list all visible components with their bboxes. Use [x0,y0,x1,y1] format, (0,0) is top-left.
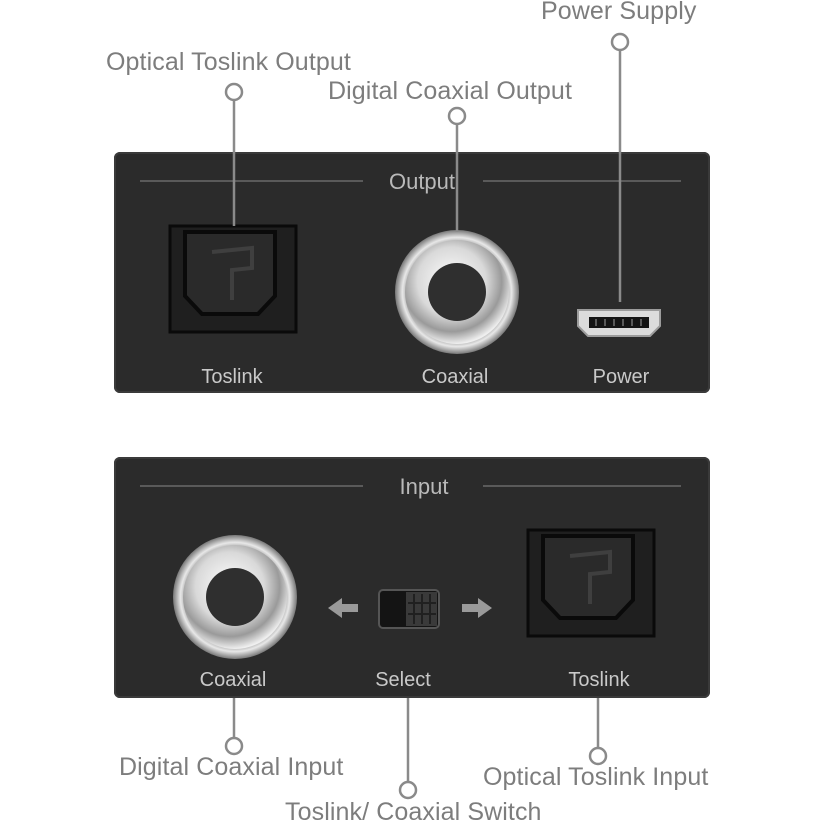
input-title-rule-right [483,485,681,487]
output-title-rule-left [140,180,363,182]
output-panel-title: Output [388,169,456,194]
digital-coaxial-output-callout: Digital Coaxial Output [328,77,572,105]
input-title-rule-left [140,485,363,487]
input-panel: Input Coaxial Select Toslink [114,457,710,698]
output-title-rule-right [483,180,681,182]
input-coaxial-label: Coaxial [199,669,267,691]
input-panel-title: Input [399,474,449,499]
optical-toslink-output-callout: Optical Toslink Output [106,48,351,76]
optical-toslink-input-callout: Optical Toslink Input [483,763,709,791]
digital-coaxial-input-callout: Digital Coaxial Input [119,753,344,781]
power-supply-callout: Power Supply [541,0,697,25]
input-toslink-label: Toslink [568,669,630,691]
input-select-label: Select [375,669,431,691]
output-panel: Output Toslink Coaxial Power [114,152,710,393]
output-coaxial-label: Coaxial [421,366,489,388]
output-toslink-label: Toslink [201,366,263,388]
output-power-label: Power [592,366,650,388]
toslink-coaxial-switch-callout: Toslink/ Coaxial Switch [285,798,542,826]
